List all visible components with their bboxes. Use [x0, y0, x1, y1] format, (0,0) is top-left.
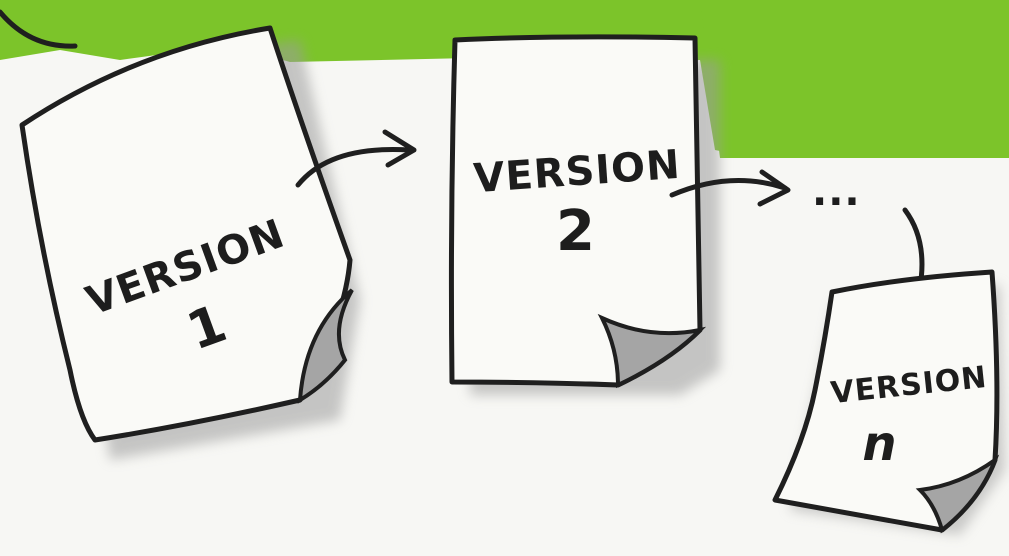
arrow-v2-to-ellipsis: [669, 169, 791, 207]
document-2-curl: [597, 313, 707, 389]
document-2-number: 2: [556, 199, 596, 264]
document-version-2: VERSION 2: [448, 34, 720, 395]
document-n-number: n: [862, 416, 897, 472]
document-1-curl: [297, 288, 354, 404]
document-version-n: VERSION n: [772, 269, 1005, 535]
document-version-1: VERSION 1: [19, 25, 360, 460]
top-curve-stroke: [0, 9, 78, 49]
arrow-v1-to-v2: [295, 129, 417, 188]
document-n-curl: [915, 454, 1000, 534]
ellipsis-continuation: ...: [812, 169, 861, 215]
